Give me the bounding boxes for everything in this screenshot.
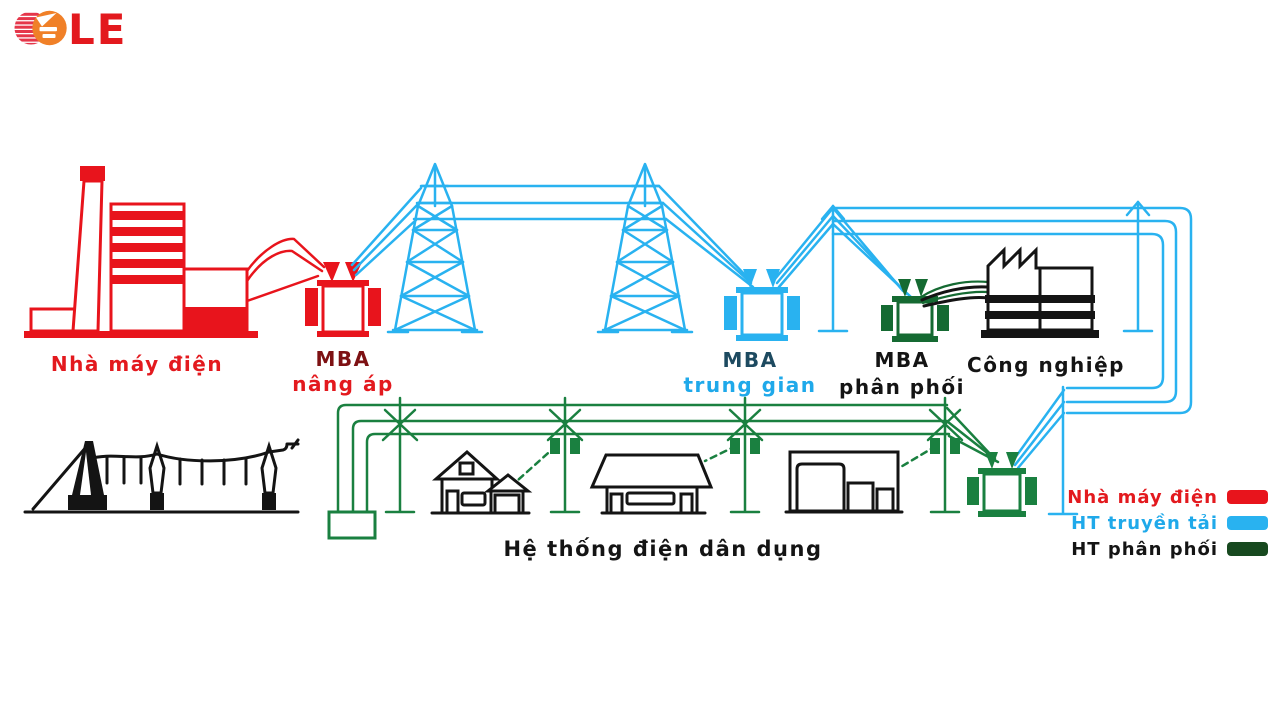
power-plant [24,166,258,338]
pole-c-drop-wires [1010,388,1066,470]
label-residential: Hệ thống điện dân dụng [503,537,822,561]
legend-swatch-transmission [1227,516,1268,530]
label-mba-intermediate-2: trung gian [683,373,816,397]
residential-pole-2 [546,396,584,514]
residential-feeder-lines [327,403,951,540]
transformer-residential [967,452,1037,517]
residential-pole-1 [381,396,419,514]
legend-label-distribution: HT phân phối [1071,539,1218,560]
distribution-pole-c [1047,385,1079,516]
ground-substation-box [327,510,377,540]
distribution-to-factory-wires [919,280,990,308]
subtransmission-loop-wires [831,206,1193,415]
shop-building [589,453,714,515]
plant-chimney-cap [80,166,105,181]
transmission-span-wires [412,184,668,221]
logo-globe-icon [14,10,67,46]
transformer-step-up [305,262,381,337]
step-up-to-tower-wires [350,186,423,277]
railway-catenary [23,438,300,514]
plant-base [24,331,258,338]
transmission-tower-1 [386,162,484,334]
logo-text: LE [68,5,127,54]
label-mba-distribution-2: phân phối [839,375,965,399]
label-industry: Công nghiệp [967,353,1125,377]
label-mba-distribution-1: MBA [874,348,929,372]
plant-chimney [71,179,104,333]
house [430,449,533,515]
plant-right-band [185,307,246,330]
legend-swatch-distribution [1227,542,1268,556]
label-mba-step-up-2: nâng áp [292,372,394,396]
residential-pole-3 [726,396,764,514]
label-mba-step-up-1: MBA [315,347,370,371]
label-mba-intermediate-1: MBA [722,348,777,372]
pole-to-distribution-wires [831,206,913,299]
label-power-plant: Nhà máy điện [51,352,223,376]
plant-output-wires [245,237,326,303]
transformer-distribution [881,279,949,342]
factory [981,246,1099,338]
transmission-tower-2 [596,162,694,334]
logo: LE [14,5,127,54]
residential-pole-4 [926,396,964,514]
pole-to-intermediate-wires [773,206,835,289]
legend: Nhà máy điện HT truyền tải HT phân phối [1067,487,1268,560]
factory-base [981,330,1099,338]
plant-stripes [112,211,183,284]
transformer-intermediate [724,269,800,341]
distribution-pole-b [1122,200,1154,333]
legend-swatch-power-plant [1227,490,1268,504]
legend-label-transmission: HT truyền tải [1071,513,1218,534]
tower-to-intermediate-wires [657,184,755,289]
warehouse-building [784,450,904,514]
legend-label-power-plant: Nhà máy điện [1067,487,1218,508]
service-drop-wires [516,444,938,482]
